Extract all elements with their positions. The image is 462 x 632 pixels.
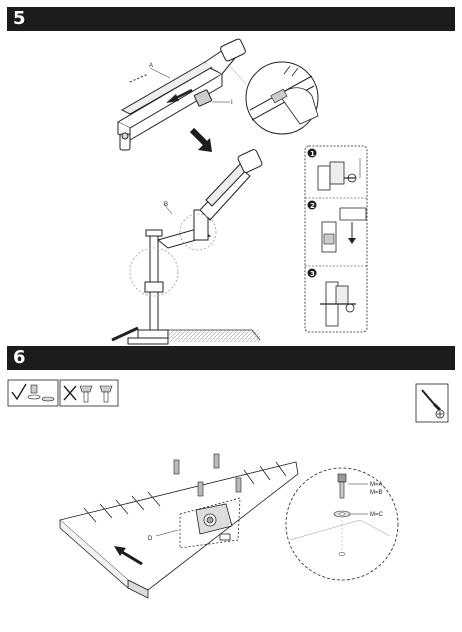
label-d: D — [148, 536, 153, 542]
zoom-detail-hand — [245, 61, 319, 135]
step-6-header: 6 — [7, 346, 455, 370]
cross-icon — [63, 385, 77, 401]
step-number: 5 — [13, 8, 26, 29]
incorrect-hardware-box — [59, 379, 119, 407]
label-mc: M=C — [370, 512, 384, 518]
label-a: A — [149, 63, 153, 69]
label-i: I — [231, 100, 233, 106]
direction-arrow-icon — [189, 127, 209, 147]
screwdriver-icon — [421, 389, 435, 405]
screws — [173, 453, 242, 497]
arrow-head-icon — [166, 94, 179, 103]
step-5-header: 5 — [7, 7, 455, 31]
monitor-arm-pole — [111, 149, 263, 345]
checkmark-icon — [11, 383, 27, 401]
correct-hardware-box — [7, 379, 59, 407]
substep-3-number: 3 — [310, 270, 315, 278]
monitor-arm-upper — [116, 38, 246, 151]
monitor-back — [59, 461, 299, 599]
label-b: B — [164, 202, 168, 208]
screwdriver-tool-box — [415, 383, 449, 423]
substep-1-number: 1 — [310, 150, 315, 158]
orientation-arrow-icon — [121, 550, 143, 566]
substep-panel: 1 2 3 — [304, 145, 368, 333]
zoom-detail-screw — [285, 467, 399, 581]
substep-2-number: 2 — [310, 202, 315, 210]
label-ma: M=A — [370, 482, 383, 488]
label-mb: M=B — [370, 490, 383, 496]
step-number: 6 — [13, 347, 26, 368]
